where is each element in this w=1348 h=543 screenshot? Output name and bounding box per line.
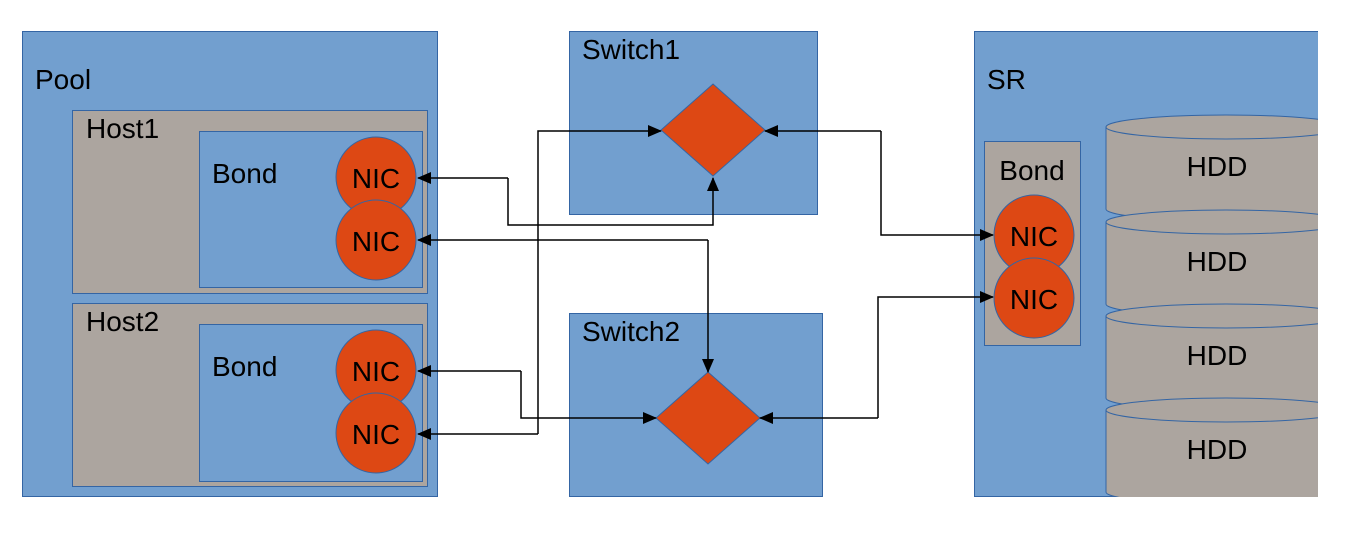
pool-label: Pool	[35, 64, 91, 95]
hdd-stack: HDD HDD HDD HDD	[1105, 114, 1318, 497]
hdd-label: HDD	[1187, 434, 1248, 465]
hdd-label: HDD	[1187, 340, 1248, 371]
hdd-label: HDD	[1187, 151, 1248, 182]
hdd-cylinder: HDD	[1105, 397, 1318, 497]
host1-bond-label: Bond	[212, 158, 277, 189]
host2-label: Host2	[86, 306, 159, 337]
switch2-label: Switch2	[582, 316, 680, 347]
host1-nic-2-label: NIC	[352, 226, 400, 257]
switch1-label: Switch1	[582, 34, 680, 65]
sr-nic-2-label: NIC	[1010, 284, 1058, 315]
link-host2-nic2-switch1	[537, 125, 662, 434]
hdd-label: HDD	[1187, 246, 1248, 277]
hdd-body	[1105, 397, 1318, 497]
host1-nic-2[interactable]: NIC	[335, 199, 417, 281]
sr-label: SR	[987, 64, 1026, 95]
pool-container: Pool Host1 Bond NIC NIC Host2 Bond	[22, 31, 438, 497]
link-switch2-sr-nic2	[877, 291, 994, 418]
link-host2-nic1-switch2	[520, 371, 657, 424]
host1: Host1 Bond NIC NIC	[72, 110, 428, 294]
host2: Host2 Bond NIC NIC	[72, 303, 428, 487]
connectors	[417, 125, 994, 440]
sr-bond-label: Bond	[999, 155, 1064, 186]
host1-nic-1-label: NIC	[352, 163, 400, 194]
link-switch1-sr-nic1	[880, 131, 994, 241]
hdd-top-rim	[1105, 409, 1318, 423]
hdd-top-rim	[1105, 126, 1318, 140]
host2-nic-2-label: NIC	[352, 419, 400, 450]
host2-nic-1-label: NIC	[352, 356, 400, 387]
switch1: Switch1	[569, 31, 818, 215]
sr-nic-1[interactable]: NIC	[993, 194, 1075, 276]
host1-nic-1[interactable]: NIC	[335, 136, 417, 218]
switch2: Switch2	[569, 313, 823, 497]
switch-diamond-icon[interactable]	[655, 371, 761, 465]
hdd-cylinder: HDD	[1105, 209, 1318, 317]
host2-nic-2[interactable]: NIC	[335, 392, 417, 474]
host1-label: Host1	[86, 113, 159, 144]
link-host1-nic1-switch1	[507, 177, 719, 226]
hdd-cylinder: HDD	[1105, 114, 1318, 222]
hdd-top-rim	[1105, 315, 1318, 329]
switch-diamond-icon[interactable]	[660, 83, 766, 177]
sr-container: SR Bond NIC NIC HDD HDD HDD HDD	[974, 31, 1318, 497]
host2-bond-label: Bond	[212, 351, 277, 382]
hdd-cylinder: HDD	[1105, 303, 1318, 411]
sr-nic-2[interactable]: NIC	[993, 257, 1075, 339]
hdd-top-rim	[1105, 221, 1318, 235]
sr-nic-1-label: NIC	[1010, 221, 1058, 252]
